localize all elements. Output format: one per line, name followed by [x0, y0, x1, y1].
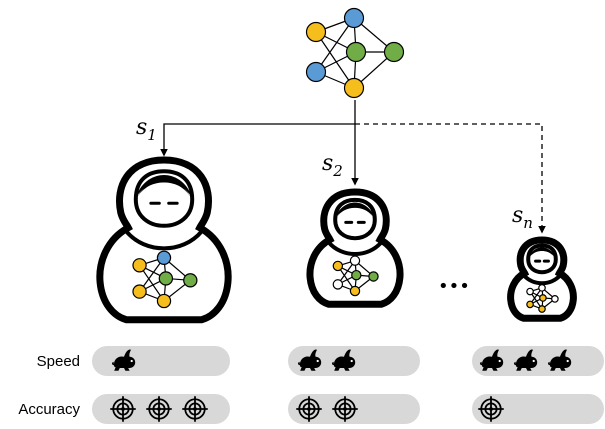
doll-large: [96, 156, 232, 324]
target-icon: [145, 395, 173, 423]
doll-large-network-icon: [132, 250, 198, 309]
doll-small-network-icon: [526, 284, 559, 313]
rabbit-icon: [112, 349, 136, 371]
doll-medium: [306, 188, 404, 308]
rabbit-icon: [298, 349, 322, 371]
submodel-label-sn: sn: [512, 203, 533, 232]
rabbit-icon: [514, 349, 538, 371]
target-icon: [181, 395, 209, 423]
target-icon: [331, 395, 359, 423]
rabbit-icon: [548, 349, 572, 371]
ellipsis: •••: [438, 276, 470, 297]
doll-small: [507, 236, 577, 322]
target-icon: [109, 395, 137, 423]
speed-row-label: Speed: [36, 353, 80, 370]
submodel-label-s1: s1: [136, 115, 157, 144]
accuracy-row-label: Accuracy: [18, 401, 80, 418]
submodel-label-s2: s2: [322, 151, 343, 180]
neural-network-icon: [305, 7, 405, 99]
rabbit-icon: [332, 349, 356, 371]
doll-medium-network-icon: [332, 255, 379, 297]
rabbit-icon: [480, 349, 504, 371]
branch-arrows: [160, 100, 546, 234]
target-icon: [477, 395, 505, 423]
target-icon: [295, 395, 323, 423]
